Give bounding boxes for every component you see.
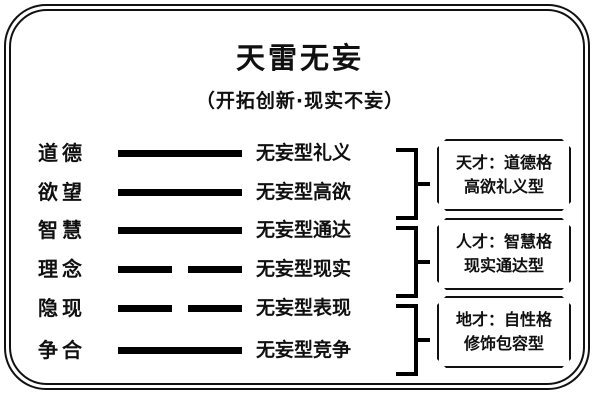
hexagram-line-yang-1	[118, 138, 246, 168]
yin-bar-left	[118, 305, 172, 312]
yin-bar-right	[188, 266, 242, 273]
result-box-line2: 修饰包容型	[463, 334, 544, 353]
hexagram-row: 欲望 无妄型高欲	[0, 177, 600, 207]
row-type-text-2: 无妄型高欲	[256, 181, 352, 203]
hexagram-line-yang-3	[118, 215, 246, 245]
result-box-line2: 高欲礼义型	[463, 177, 544, 196]
outer-frame-border	[4, 4, 590, 390]
row-label-linian: 理念	[38, 257, 86, 281]
result-box-rencai: 人才：智慧格 现实通达型	[437, 218, 571, 290]
brace-bottom-arm	[396, 216, 418, 220]
brace-bottom-arm	[396, 294, 418, 298]
result-box-dicai: 地才：自性格 修饰包容型	[437, 296, 571, 368]
brace-connector-dicai	[396, 304, 430, 376]
yang-bar	[118, 189, 242, 196]
hexagram-row: 理念 无妄型现实	[0, 254, 600, 284]
result-box-line1: 天才：道德格	[455, 153, 552, 172]
row-label-yuwang: 欲望	[38, 180, 86, 204]
hexagram-row: 智慧 无妄型通达	[0, 215, 600, 245]
brace-bottom-arm	[396, 372, 418, 376]
row-label-daode: 道德	[38, 141, 86, 165]
brace-connector-tiancai	[396, 148, 430, 220]
hexagram-row: 争合 无妄型竞争	[0, 335, 600, 365]
yang-bar	[118, 347, 242, 354]
brace-tick	[416, 260, 430, 264]
yin-bar-left	[118, 266, 172, 273]
brace-top-arm	[396, 304, 418, 308]
page-subtitle: （开拓创新·现实不妄）	[195, 90, 405, 112]
hexagram-line-yin-5	[118, 293, 246, 323]
brace-connector-rencai	[396, 226, 430, 298]
hexagram-line-yang-6	[118, 335, 246, 365]
result-box-line2: 现实通达型	[463, 256, 544, 275]
row-label-zhenghe: 争合	[38, 338, 86, 362]
hexagram-line-yin-4	[118, 254, 246, 284]
yang-bar	[118, 150, 242, 157]
row-label-yinxian: 隐现	[38, 296, 86, 320]
result-box-line1: 地才：自性格	[455, 310, 552, 329]
row-type-text-1: 无妄型礼义	[256, 142, 352, 164]
brace-tick	[416, 338, 430, 342]
row-type-text-6: 无妄型竞争	[256, 339, 352, 361]
hexagram-line-yang-2	[118, 177, 246, 207]
brace-top-arm	[396, 148, 418, 152]
yin-bar-right	[188, 305, 242, 312]
row-label-zhihui: 智慧	[38, 218, 86, 242]
row-type-text-5: 无妄型表现	[256, 297, 352, 319]
yang-bar	[118, 227, 242, 234]
row-type-text-4: 无妄型现实	[256, 258, 352, 280]
hexagram-row: 道德 无妄型礼义	[0, 138, 600, 168]
inner-frame-border	[9, 9, 585, 385]
page-title: 天雷无妄	[235, 41, 364, 75]
brace-top-arm	[396, 226, 418, 230]
row-type-text-3: 无妄型通达	[256, 219, 352, 241]
hexagram-row: 隐现 无妄型表现	[0, 293, 600, 323]
result-box-line1: 人才：智慧格	[455, 232, 552, 251]
result-box-tiancai: 天才：道德格 高欲礼义型	[437, 139, 571, 211]
brace-tick	[416, 182, 430, 186]
